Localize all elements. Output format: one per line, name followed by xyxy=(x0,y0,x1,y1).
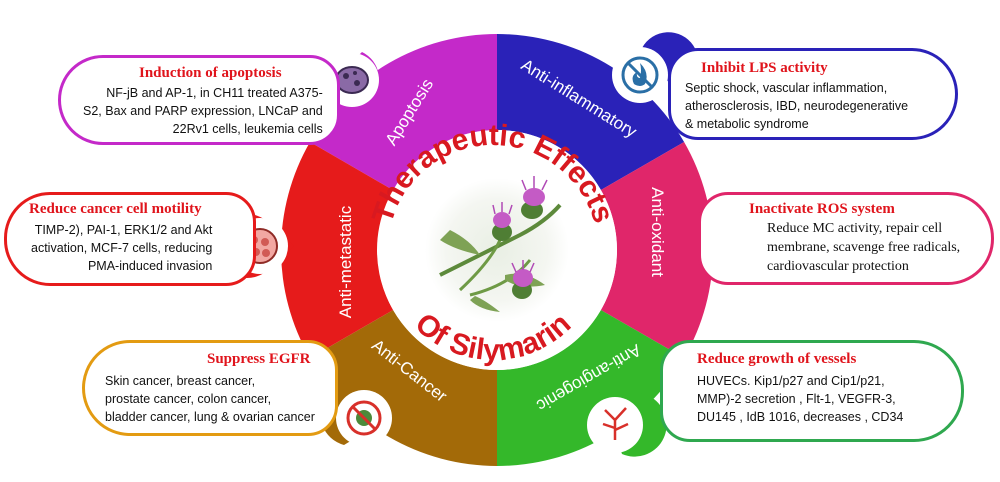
box-line: prostate cancer, colon cancer, xyxy=(105,392,272,406)
label-anti-oxidant: Anti-oxidant xyxy=(648,187,667,277)
no-fire-icon xyxy=(621,56,659,94)
box-line: membrane, scavenge free radicals, xyxy=(767,240,961,255)
segment-anti-metastatic xyxy=(281,142,394,358)
box-line: NF-jB and AP-1, in CH11 treated A375- xyxy=(106,86,323,100)
box-line: TIMP-2), PAI-1, ERK1/2 and Akt xyxy=(34,223,213,237)
box-line: activation, MCF-7 cells, reducing xyxy=(31,241,213,255)
box-title: Suppress EGFR xyxy=(207,351,311,367)
label-anti-metastatic: Anti-metastatic xyxy=(336,205,355,318)
segment-anti-inflammatory xyxy=(497,33,685,190)
no-virus-icon xyxy=(346,400,382,436)
box-body: Septic shock, vascular inflammation, ath… xyxy=(685,79,908,133)
box-inhibit-lps: Inhibit LPS activity Septic shock, vascu… xyxy=(668,48,958,140)
box-body: TIMP-2), PAI-1, ERK1/2 and Akt activatio… xyxy=(31,221,212,275)
box-inactivate-ros: Inactivate ROS system Reduce MC activity… xyxy=(698,192,994,285)
box-title: Inactivate ROS system xyxy=(749,201,895,217)
box-line: Septic shock, vascular inflammation, xyxy=(685,81,888,95)
icon-angiogenic-bubble xyxy=(587,388,667,457)
icon-cancer-bubble xyxy=(320,382,392,446)
box-title: Inhibit LPS activity xyxy=(701,60,828,76)
box-body: HUVECs. Kip1/p27 and Cip1/p21, MMP)-2 se… xyxy=(697,372,903,426)
box-reduce-motility: Reduce cancer cell motility TIMP-2), PAI… xyxy=(4,192,256,286)
box-line: HUVECs. Kip1/p27 and Cip1/p21, xyxy=(697,374,885,388)
bacteria-icon xyxy=(335,66,369,94)
box-line: Reduce MC activity, repair cell xyxy=(767,221,943,236)
box-line: atherosclerosis, IBD, neurodegenerative xyxy=(685,99,909,113)
segment-ring xyxy=(281,33,714,466)
box-induction-of-apoptosis: Induction of apoptosis NF-jB and AP-1, i… xyxy=(58,55,340,145)
box-line: bladder cancer, lung & ovarian cancer xyxy=(105,410,315,424)
box-body: NF-jB and AP-1, in CH11 treated A375- S2… xyxy=(83,84,323,138)
box-line: Skin cancer, breast cancer, xyxy=(105,374,256,388)
box-title: Reduce growth of vessels xyxy=(697,351,857,367)
box-body: Skin cancer, breast cancer, prostate can… xyxy=(105,372,315,426)
box-line: S2, Bax and PARP expression, LNCaP and xyxy=(83,104,323,118)
silymarin-plant-image xyxy=(425,176,569,322)
box-line: 22Rv1 cells, leukemia cells xyxy=(172,122,323,136)
box-line: & metabolic syndrome xyxy=(685,117,809,131)
box-reduce-vessels: Reduce growth of vessels HUVECs. Kip1/p2… xyxy=(660,340,964,442)
box-body: Reduce MC activity, repair cell membrane… xyxy=(767,219,960,276)
box-line: MMP)-2 secretion , Flt-1, VEGFR-3, xyxy=(697,392,896,406)
box-suppress-egfr: Suppress EGFR Skin cancer, breast cancer… xyxy=(82,340,338,436)
segment-anti-angiogenic xyxy=(497,310,685,466)
segment-apoptosis xyxy=(310,34,497,191)
box-line: PMA-induced invasion xyxy=(87,259,213,273)
box-title: Induction of apoptosis xyxy=(139,65,282,81)
vessel-icon xyxy=(602,407,629,440)
segment-anti-cancer xyxy=(310,310,497,466)
box-line: cardiovascular protection xyxy=(767,259,909,274)
box-title: Reduce cancer cell motility xyxy=(29,201,202,217)
box-line: DU145 , IdB 1016, decreases , CD34 xyxy=(697,410,904,424)
segment-anti-oxidant xyxy=(600,142,714,358)
